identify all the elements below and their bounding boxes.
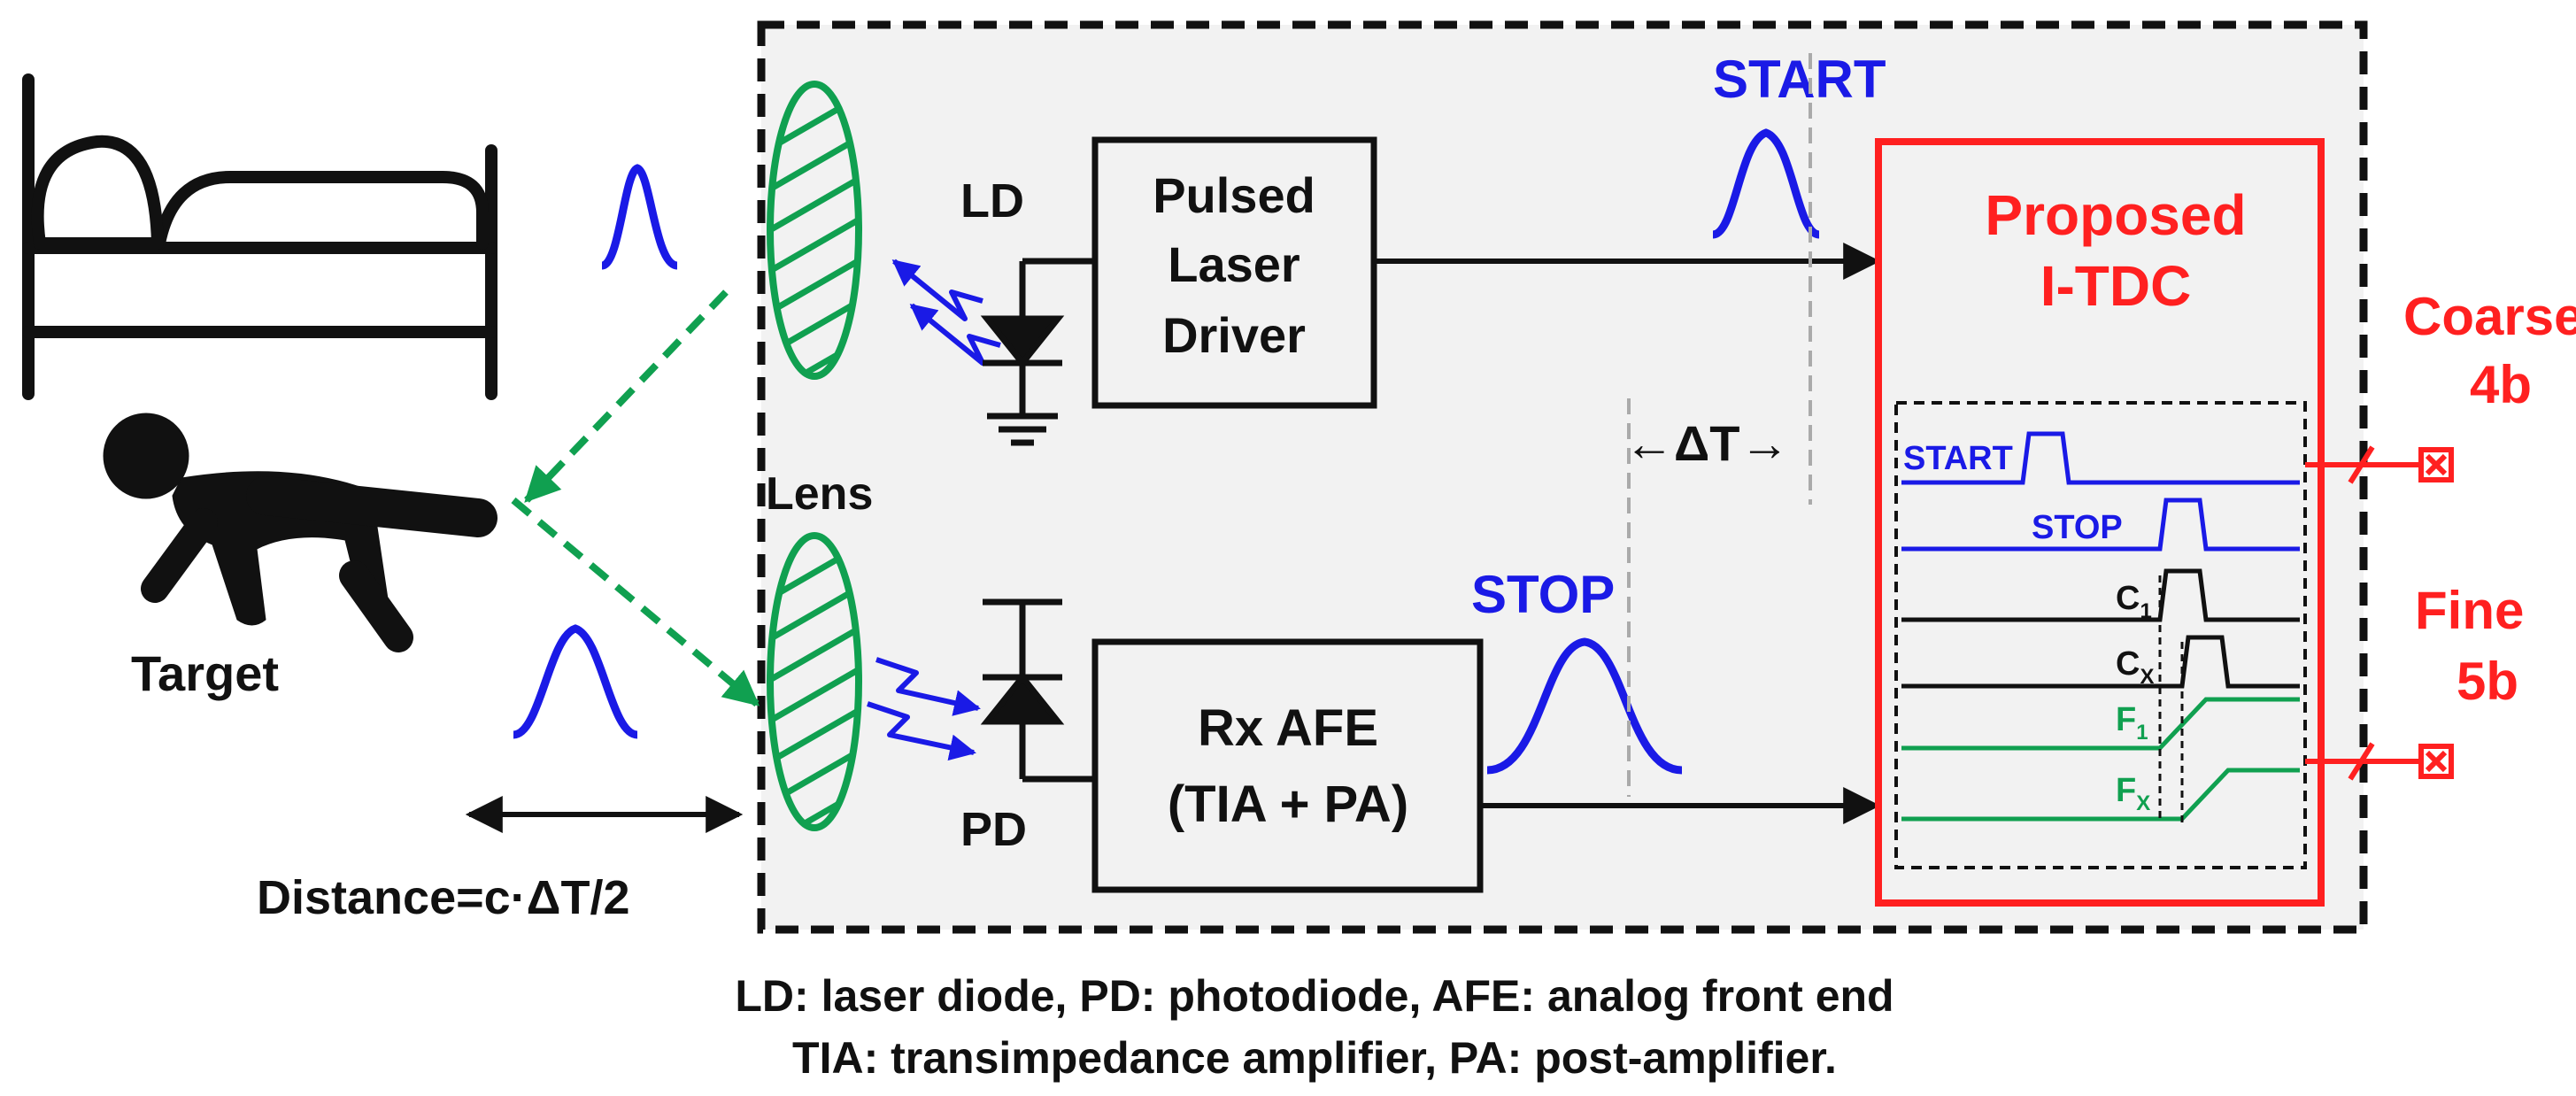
tx-pulse-outside	[600, 164, 679, 270]
wave-cx-label: CX	[2116, 645, 2154, 689]
fine-label: Fine	[2415, 581, 2524, 640]
timing-diagram-box	[1894, 401, 2307, 869]
wave-c1	[1901, 568, 2300, 622]
lens-label: Lens	[766, 468, 873, 520]
wave-cx	[1901, 635, 2300, 689]
photodiode-symbol	[980, 598, 1093, 783]
start-pulse-label: START	[1713, 50, 1886, 109]
pulsed-laser-driver-block	[1091, 136, 1377, 409]
rx-afe-label-1: Rx AFE	[1198, 699, 1378, 757]
laser-driver-label-1: Pulsed	[1153, 167, 1315, 223]
coarse-output-pin	[2305, 445, 2454, 484]
delta-t-label: ←ΔT→	[1624, 415, 1789, 471]
pd-label: PD	[960, 803, 1027, 856]
fine-bits-label: 5b	[2456, 652, 2518, 711]
rx-pulse-outside	[512, 624, 639, 739]
wave-stop-label: STOP	[2032, 509, 2123, 546]
itdc-label-2: I-TDC	[2040, 254, 2192, 318]
bed-icon	[22, 73, 497, 400]
wave-start-label: START	[1903, 440, 2013, 477]
stop-pulse	[1486, 637, 1683, 775]
laser-driver-label-3: Driver	[1162, 307, 1306, 363]
timing-diagram	[1901, 431, 2300, 823]
stop-pulse-label: STOP	[1471, 565, 1615, 624]
laser-driver-label-2: Laser	[1168, 236, 1300, 292]
coarse-label: Coarse	[2403, 287, 2576, 346]
rx-afe-label-2: (TIA + PA)	[1168, 776, 1408, 833]
wave-fx-label: FX	[2116, 772, 2150, 815]
wave-f1-label: F1	[2116, 701, 2148, 745]
wave-stop	[1901, 498, 2300, 552]
wave-c1-label: C1	[2116, 580, 2152, 623]
start-pulse	[1711, 128, 1821, 239]
fine-output-pin	[2305, 742, 2454, 781]
target-label: Target	[131, 645, 279, 701]
rx-detection-icon	[867, 657, 981, 761]
laser-diode-symbol	[980, 258, 1093, 446]
caption-line-1: LD: laser diode, PD: photodiode, AFE: an…	[735, 971, 1893, 1021]
ld-label: LD	[960, 174, 1024, 228]
caption-line-2: TIA: transimpedance amplifier, PA: post-…	[792, 1033, 1837, 1083]
rx-beam-path	[511, 497, 760, 707]
coarse-bits-label: 4b	[2470, 355, 2532, 414]
rx-lens	[767, 532, 862, 831]
rx-afe-block	[1091, 638, 1484, 893]
wave-start	[1901, 431, 2300, 485]
distance-label: Distance=c·ΔT/2	[257, 871, 629, 924]
itdc-label-1: Proposed	[1985, 183, 2246, 247]
wave-f1	[1901, 697, 2300, 751]
person-icon	[103, 413, 497, 652]
itdc-block	[1875, 138, 2325, 907]
tx-lens	[767, 81, 862, 380]
tx-emission-icon	[891, 259, 1001, 366]
wave-fx	[1901, 768, 2300, 822]
tx-beam-path	[524, 289, 729, 503]
